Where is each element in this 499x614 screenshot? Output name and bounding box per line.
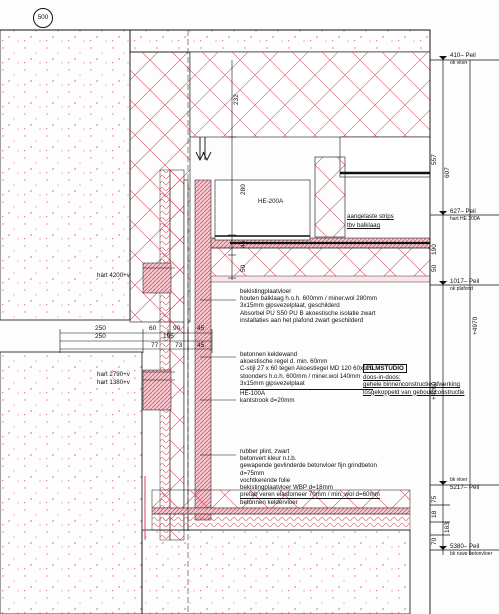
dim-v-70: 70 — [431, 537, 438, 545]
dim-v-232: 232 — [233, 94, 240, 105]
dim-row1-d: 45 — [197, 325, 205, 332]
dim-v-280: 280 — [240, 184, 247, 195]
dim-v-75: 75 — [431, 495, 438, 503]
dim-v-50b: 50 — [431, 264, 438, 272]
level-markers — [439, 56, 447, 550]
filmstudio-note: FILMSTUDIO doos-in-doos: gehele binnenco… — [363, 364, 465, 396]
upper-concrete-wall — [0, 29, 131, 321]
dim-row2-a: 250 — [95, 333, 106, 340]
horizontal-dim-rows — [59, 329, 213, 353]
steel-column-HE100A — [183, 179, 189, 531]
label-strips-2: tbv balklaag — [347, 222, 381, 229]
lower-concrete-wall — [0, 351, 143, 614]
axis-block-2790 — [142, 369, 172, 411]
dim-row1-b: 60 — [149, 325, 157, 332]
upper-spec-block: bekistingplaatvloer houten balklaag h.o.… — [240, 288, 377, 324]
level-ticks — [430, 59, 499, 551]
axis-block-4200 — [142, 262, 172, 294]
leader-lines — [143, 267, 236, 456]
dim-v-4200: +4200 — [431, 381, 438, 400]
detail-number-badge: 500 — [33, 8, 53, 28]
timber-block — [314, 156, 346, 238]
dim-row2-b: 195 — [163, 333, 174, 340]
board-floor — [151, 507, 411, 515]
acoustic-stud-zone — [169, 169, 185, 541]
axis-label-2790: hart 2790+v — [97, 371, 130, 378]
dim-row1-a: 250 — [95, 325, 106, 332]
basement-floor-slab — [141, 529, 411, 614]
filmstudio-title: FILMSTUDIO — [363, 364, 407, 374]
dim-v-4970: +4970 — [472, 316, 479, 335]
dim-v-607: 607 — [444, 167, 451, 178]
mineral-wool-layer — [159, 169, 171, 541]
ceiling-fixtures — [195, 137, 212, 162]
dim-v-163: 163 — [444, 522, 451, 533]
axis-label-4200: hart 4200+v — [97, 272, 130, 279]
label-he200a: HE-200A — [258, 198, 284, 205]
dim-row3-b: 73 — [175, 342, 183, 349]
dim-row1-c: 90 — [173, 325, 181, 332]
label-strips-1: aangelaste strips — [347, 213, 394, 220]
axis-label-1380: hart 1380+v — [97, 379, 130, 386]
elastomer-layer — [151, 513, 411, 531]
middle-spec-block: betonnen keldewand akoestische regel d. … — [240, 351, 374, 405]
steel-beam-HE200A — [214, 179, 311, 241]
dim-row3-a: 77 — [151, 342, 159, 349]
dim-v-18: 18 — [431, 510, 438, 518]
beam-block-right — [339, 136, 431, 178]
dim-v-45: 45 — [240, 240, 247, 248]
ceiling-board — [209, 275, 431, 283]
dim-row3-c: 45 — [197, 342, 205, 349]
ceiling-insulation — [190, 52, 430, 137]
gypsum-board-lining — [194, 179, 212, 521]
dim-v-557: 557 — [431, 154, 438, 165]
lower-spec-block: rubber plint, zwart betonvert kleur n.t.… — [240, 448, 380, 507]
floor-insulation-upper — [209, 247, 431, 279]
top-slab — [129, 29, 431, 53]
dim-v-190: 190 — [431, 244, 438, 255]
dim-v-50: 50 — [240, 264, 247, 272]
